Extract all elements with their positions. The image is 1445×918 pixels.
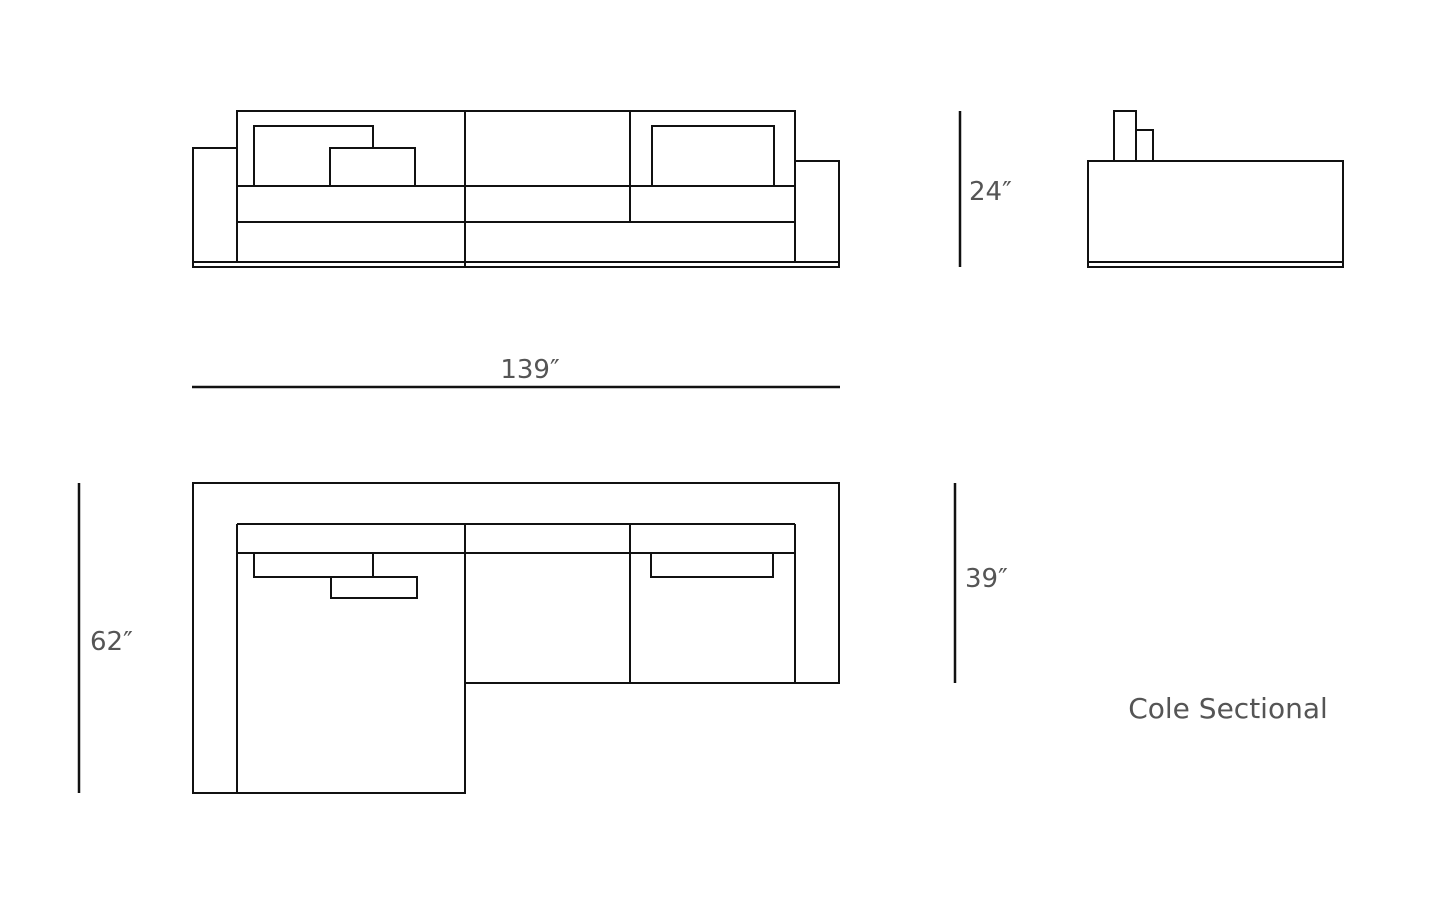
base-plinth [192,261,840,268]
left-arm [192,147,238,263]
pillow [329,147,416,187]
side-body [1087,160,1344,263]
plan-view [192,482,840,794]
pillow [651,125,775,187]
pillow [650,553,774,578]
product-title: Cole Sectional [1128,692,1328,725]
plan-outline [192,482,840,794]
width-label: 139″ [500,355,560,385]
seat-depth-label: 39″ [965,564,1008,594]
right-arm [794,160,840,263]
side-plinth [1087,261,1344,268]
width-dimension: 139″ [192,355,840,389]
pillow [253,125,374,186]
front-view [192,110,840,268]
chaise-depth-label: 62″ [90,627,133,657]
pillow [253,553,374,578]
pillow [330,576,418,599]
seat-depth-dimension: 39″ [953,483,1008,683]
pillow [1113,110,1137,162]
chaise-depth-dimension: 62″ [77,483,133,793]
height-dimension: 24″ [958,111,1012,267]
pillow [1135,129,1154,162]
height-label: 24″ [969,177,1012,207]
side-view [1087,110,1344,268]
